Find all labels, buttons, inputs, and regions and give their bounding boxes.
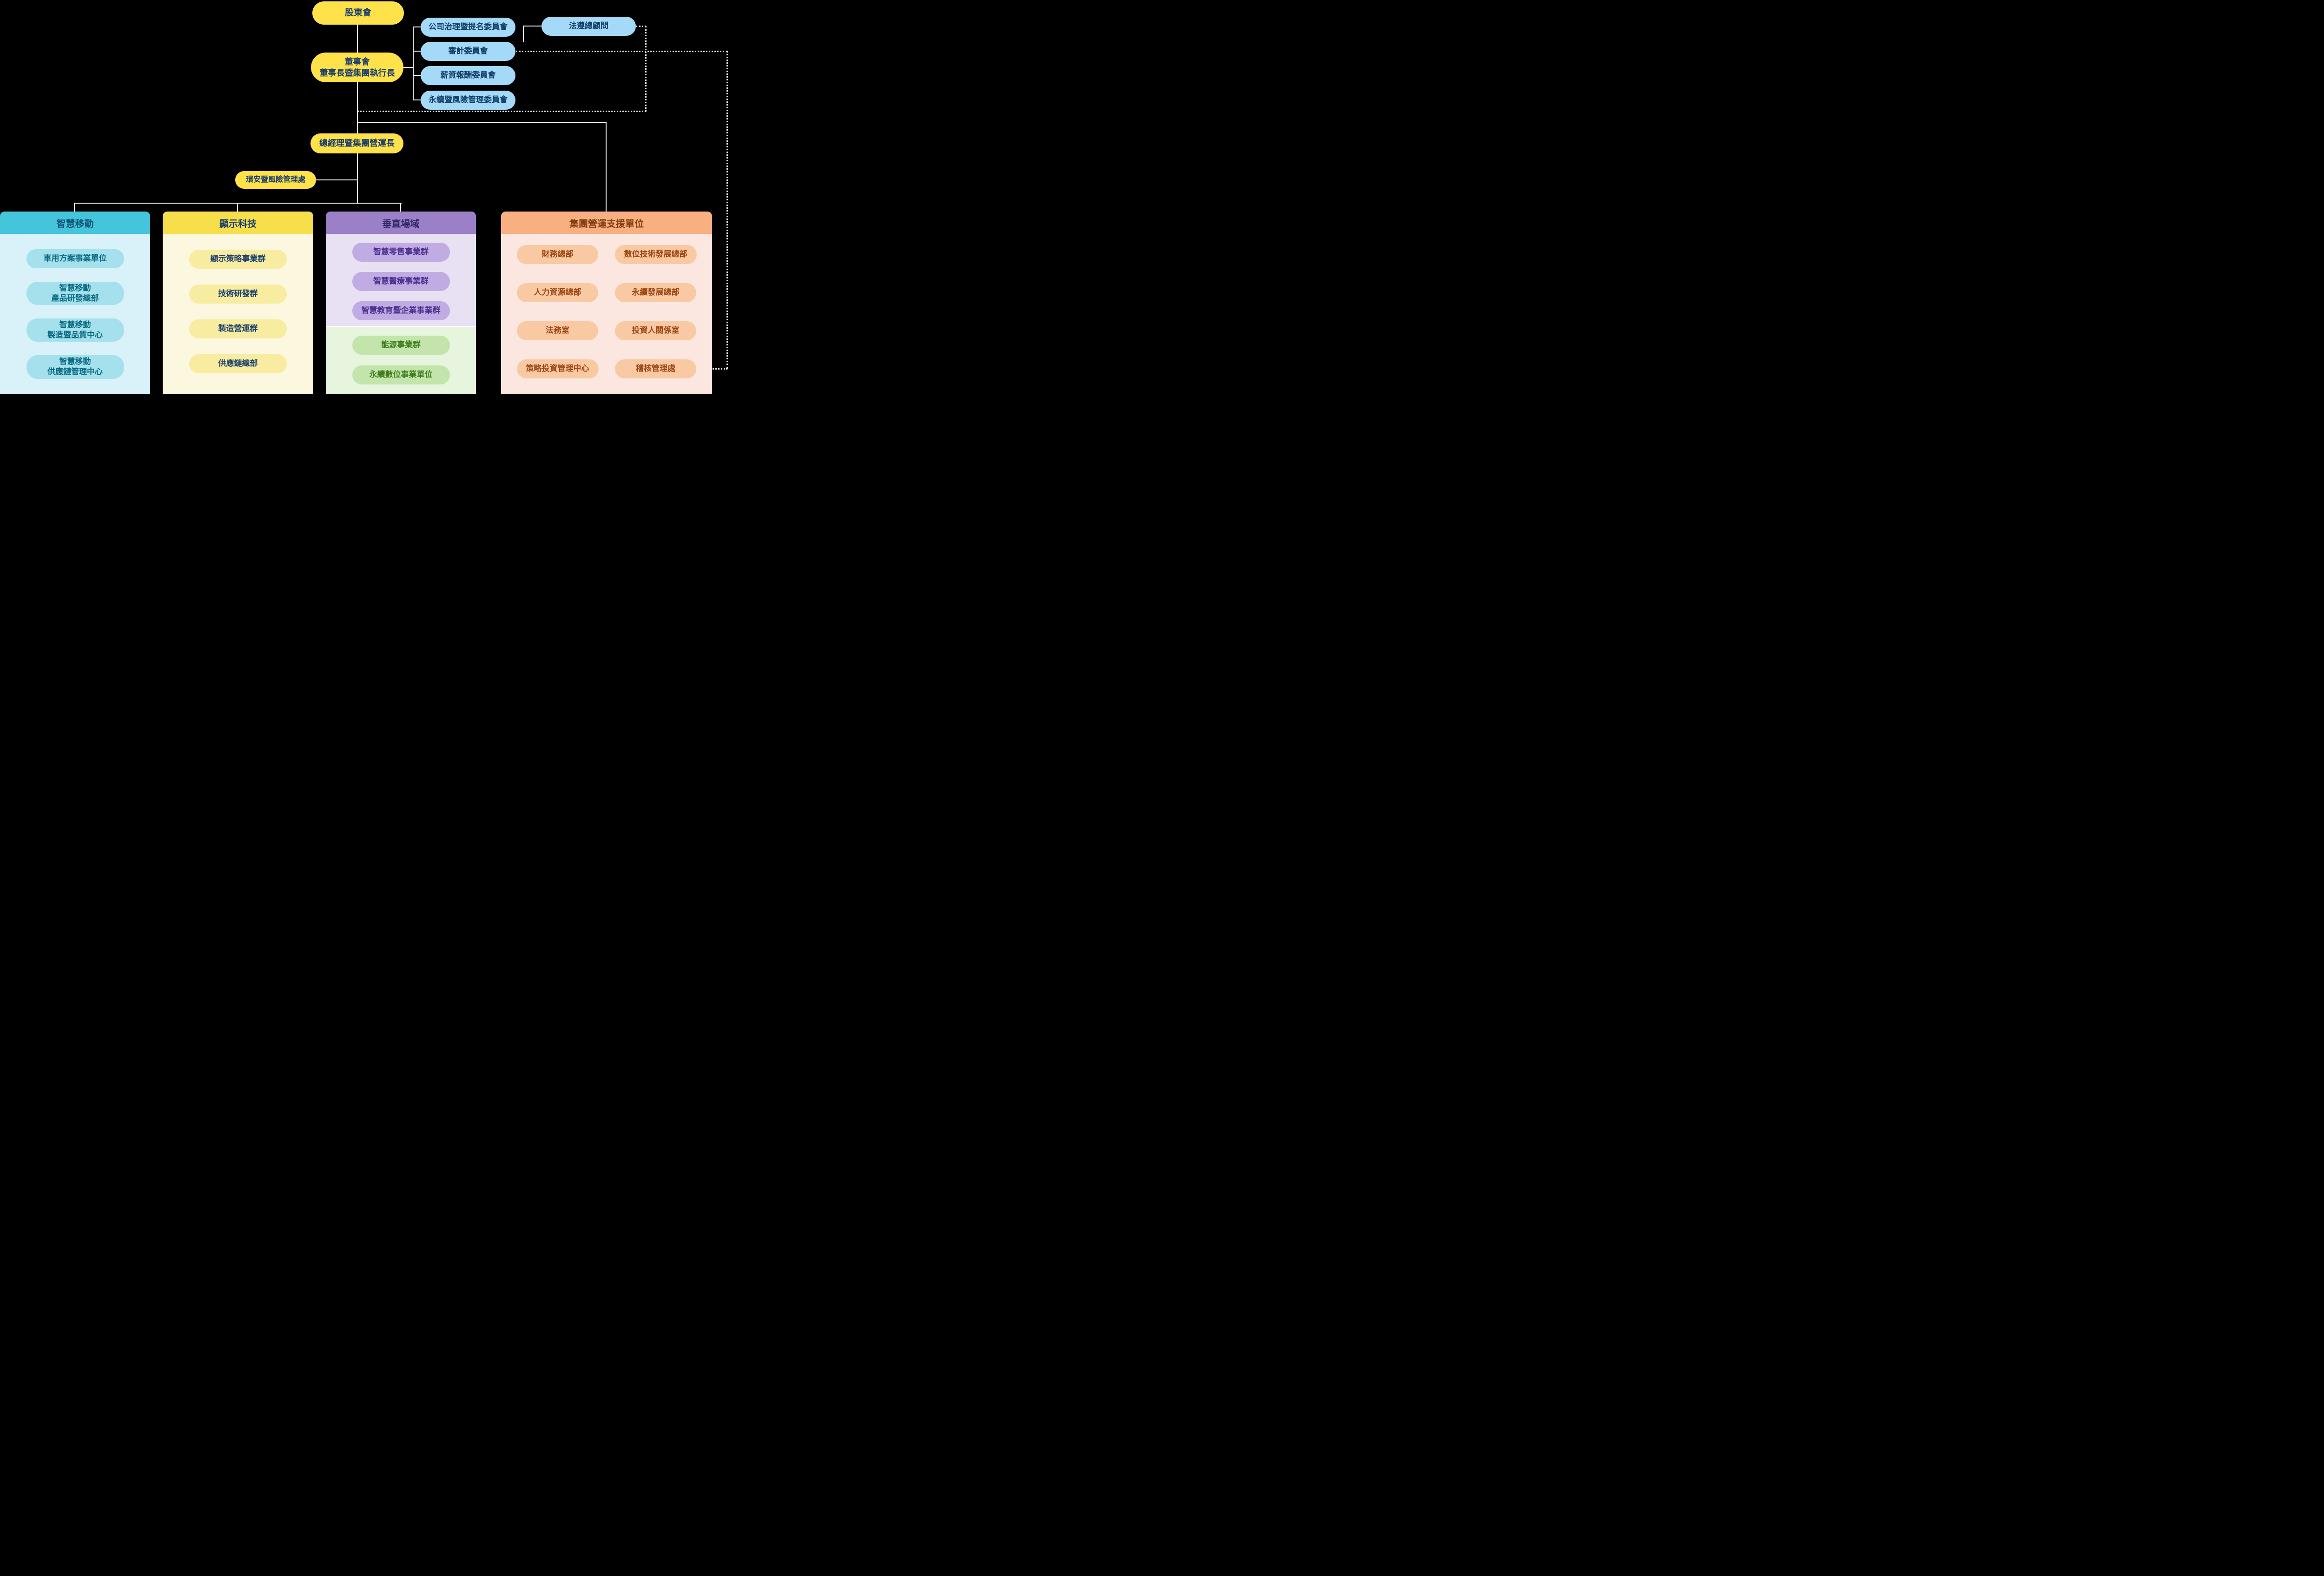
group-title-display-technology: 顯示科技 (163, 212, 313, 234)
unit-pill: 智慧移動 產品研發總部 (26, 282, 124, 305)
connector-shareholders-board (357, 24, 358, 53)
unit-pill: 投資人關係室 (615, 321, 696, 340)
connector-committee-stub-4 (413, 99, 421, 100)
group-body-display-technology: 顯示策略事業群 技術研發群 製造營運群 供應鏈總部 (163, 234, 313, 394)
group-title-vertical-domains: 垂直場域 (326, 212, 476, 234)
group-card-smart-mobility: 智慧移動 車用方案事業單位 智慧移動 產品研發總部 智慧移動 製造暨品質中心 智… (0, 212, 150, 394)
dotted-audit-committee-h (516, 51, 727, 52)
group-body-operation-support: 財務總部 數位技術發展總部 人力資源總部 永續發展總部 法務室 投資人關係室 策… (501, 234, 712, 394)
unit-pill: 人力資源總部 (517, 283, 598, 302)
unit-pill: 能源事業群 (352, 336, 450, 355)
node-committee-sustainability-risk: 永續暨風險管理委員會 (421, 91, 515, 110)
connector-drop-mobility (74, 203, 75, 212)
node-president-coo: 總經理暨集團營運長 (310, 133, 403, 153)
group-body-energy-sustainability: 能源事業群 永續數位事業單位 (326, 326, 476, 394)
dotted-compliance-stub (636, 26, 646, 27)
unit-pill: 供應鏈總部 (189, 354, 287, 373)
connector-drop-display (237, 203, 238, 212)
unit-pill: 策略投資管理中心 (516, 359, 599, 378)
connector-drop-vertical (400, 203, 401, 212)
group-title-smart-mobility: 智慧移動 (0, 212, 150, 234)
unit-pill: 顯示策略事業群 (189, 250, 287, 269)
node-shareholders-meeting: 股東會 (312, 1, 404, 25)
node-committee-compensation: 薪資報酬委員會 (421, 66, 515, 85)
group-card-display-technology: 顯示科技 顯示策略事業群 技術研發群 製造營運群 供應鏈總部 (163, 212, 313, 394)
unit-pill: 車用方案事業單位 (26, 249, 124, 268)
connector-president-trunk (357, 153, 358, 203)
connector-support-branch-v (606, 122, 607, 212)
node-board-of-directors: 董事會 董事長暨集團執行長 (311, 53, 403, 82)
unit-pill: 智慧教育暨企業事業群 (352, 301, 450, 320)
dotted-audit-right-edge-v (726, 51, 728, 369)
unit-pill: 永續數位事業單位 (352, 365, 450, 384)
dotted-compliance-trunk-h (358, 111, 646, 112)
unit-pill: 數位技術發展總部 (614, 245, 697, 264)
unit-pill: 稽核管理處 (615, 359, 696, 378)
node-chief-compliance-counsel: 法遵總顧問 (541, 17, 636, 36)
connector-committee-stub-1 (413, 26, 421, 27)
connector-committee-bracket (413, 26, 414, 100)
connector-distribution-h (74, 203, 402, 204)
group-body-vertical-domains: 智慧零售事業群 智慧醫療事業群 智慧教育暨企業事業群 (326, 234, 476, 326)
dotted-compliance-trunk-v (645, 26, 647, 112)
group-title-operation-support: 集團營運支援單位 (501, 212, 712, 234)
connector-committee-stub-2 (413, 51, 421, 52)
group-card-operation-support: 集團營運支援單位 財務總部 數位技術發展總部 人力資源總部 永續發展總部 法務室… (501, 212, 712, 394)
node-committee-audit: 審計委員會 (421, 42, 515, 61)
unit-pill: 永續發展總部 (615, 283, 696, 302)
unit-pill: 財務總部 (517, 245, 598, 264)
unit-pill: 智慧移動 製造暨品質中心 (26, 318, 124, 342)
unit-pill: 技術研發群 (189, 285, 287, 304)
unit-pill: 智慧移動 供應鏈管理中心 (26, 355, 124, 379)
connector-committee-stub-3 (413, 75, 421, 76)
group-card-vertical-domains: 垂直場域 智慧零售事業群 智慧醫療事業群 智慧教育暨企業事業群 能源事業群 永續… (326, 212, 476, 394)
group-body-smart-mobility: 車用方案事業單位 智慧移動 產品研發總部 智慧移動 製造暨品質中心 智慧移動 供… (0, 234, 150, 394)
unit-pill: 智慧零售事業群 (352, 243, 450, 262)
node-esh-risk-management: 環安暨風險管理處 (235, 171, 316, 189)
connector-support-branch-h (357, 122, 607, 123)
connector-esh-trunk (316, 179, 357, 180)
org-chart-canvas: 股東會 董事會 董事長暨集團執行長 公司治理暨提名委員會 審計委員會 薪資報酬委… (0, 0, 731, 394)
unit-pill: 智慧醫療事業群 (352, 272, 450, 291)
connector-compliance-v (523, 26, 524, 42)
node-committee-governance-nomination: 公司治理暨提名委員會 (421, 18, 515, 37)
unit-pill: 法務室 (517, 321, 598, 340)
connector-board-president (357, 82, 358, 133)
connector-board-bracket (403, 67, 413, 68)
unit-pill: 製造營運群 (189, 319, 287, 338)
